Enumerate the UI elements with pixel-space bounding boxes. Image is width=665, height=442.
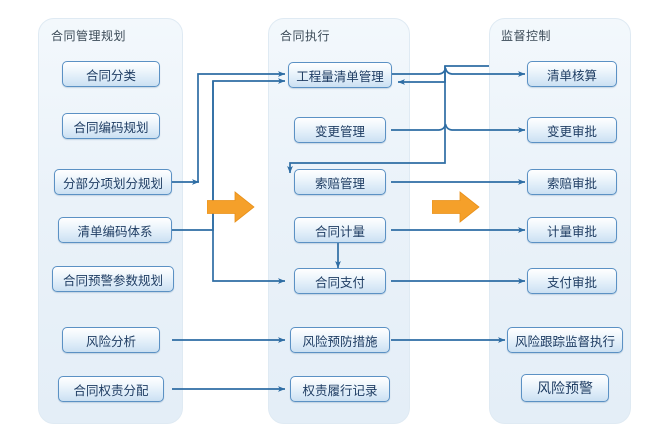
node-boq-accounting[interactable]: 清单核算 xyxy=(527,61,617,87)
node-boq-coding-system[interactable]: 清单编码体系 xyxy=(58,217,172,243)
node-risk-warning[interactable]: 风险预警 xyxy=(521,374,609,402)
node-responsibility-performance-record[interactable]: 权责履行记录 xyxy=(290,376,390,402)
wire-s1-to-e1 xyxy=(397,65,489,85)
node-measurement-approval[interactable]: 计量审批 xyxy=(527,217,617,243)
node-contract-responsibility-allocation[interactable]: 合同权责分配 xyxy=(58,376,164,402)
node-change-approval[interactable]: 变更审批 xyxy=(527,117,617,143)
node-risk-prevention-measures[interactable]: 风险预防措施 xyxy=(290,327,390,353)
node-contract-coding-plan[interactable]: 合同编码规划 xyxy=(62,113,160,139)
stage-transition-arrow-1 xyxy=(206,191,255,223)
panel-title-contract-planning: 合同管理规划 xyxy=(51,29,127,43)
node-contract-classification[interactable]: 合同分类 xyxy=(62,61,160,87)
stage-transition-arrow-2 xyxy=(431,191,480,223)
node-contract-alert-parameter-plan[interactable]: 合同预警参数规划 xyxy=(52,266,174,292)
node-wbs-division-plan[interactable]: 分部分项划分规划 xyxy=(54,169,172,195)
node-contract-measurement[interactable]: 合同计量 xyxy=(294,217,386,243)
panel-title-contract-execution: 合同执行 xyxy=(280,29,331,43)
node-risk-tracking-supervision[interactable]: 风险跟踪监督执行 xyxy=(507,327,623,353)
node-boq-management[interactable]: 工程量清单管理 xyxy=(288,62,392,88)
node-risk-analysis[interactable]: 风险分析 xyxy=(62,327,160,353)
node-payment-approval[interactable]: 支付审批 xyxy=(527,268,617,294)
node-contract-payment[interactable]: 合同支付 xyxy=(294,268,386,294)
panel-title-supervision-control: 监督控制 xyxy=(501,29,552,43)
node-claim-management[interactable]: 索赔管理 xyxy=(294,169,386,195)
node-change-management[interactable]: 变更管理 xyxy=(294,117,386,143)
node-claim-approval[interactable]: 索赔审批 xyxy=(527,169,617,195)
